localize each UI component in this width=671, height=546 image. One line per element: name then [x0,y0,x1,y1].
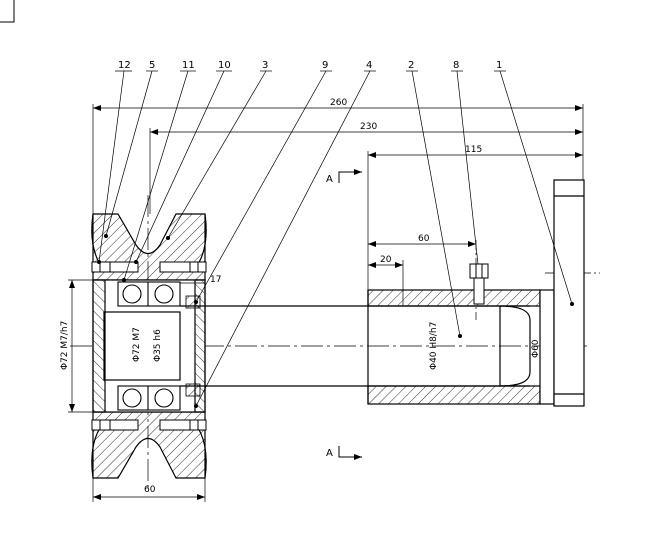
part-label-9: 9 [322,60,328,71]
part-label-5: 5 [149,60,155,71]
part-label-10: 10 [218,60,231,71]
part-label-1: 1 [496,60,502,71]
dim-shaft-diameter: Φ35 h6 [153,329,163,362]
part-label-4: 4 [366,60,372,71]
part-label-11: 11 [182,60,195,71]
part-label-12: 12 [118,60,131,71]
dim-housing-bore: Φ72 M7/h7 [60,321,70,370]
dimension-texts: 260 230 115 60 20 17 60 Φ72 M7/h7 Φ72 M7… [60,98,541,495]
dim-260: 260 [330,98,347,108]
dim-60-upper: 60 [418,234,430,244]
dim-230: 230 [360,122,377,132]
mounting-flange [539,179,585,407]
dim-axle-fit: Φ40 H8/h7 [429,322,439,370]
leader-lines [98,70,573,407]
section-label-top: A [326,174,333,185]
set-screw [469,263,489,305]
part-label-3: 3 [262,60,268,71]
wheel-bolts [91,261,207,431]
leader-dots [97,234,574,408]
axle-tube [367,289,541,405]
dim-flange-diameter: Φ60 [531,339,541,358]
section-label-bottom: A [326,448,333,459]
section-markers [338,171,362,458]
part-label-2: 2 [408,60,414,71]
dim-20: 20 [380,255,392,265]
dimension-lines [68,104,584,502]
part-number-labels: 12 5 11 10 3 9 4 2 8 1 [118,60,502,71]
arrowheads [69,105,583,500]
dim-115: 115 [465,145,482,155]
dim-60-wheel: 60 [144,485,156,495]
part-label-8: 8 [453,60,459,71]
bearings [117,281,181,411]
seals [185,295,201,397]
dim-bearing-bore: Φ72 M7 [132,327,142,362]
dim-17: 17 [210,275,221,285]
